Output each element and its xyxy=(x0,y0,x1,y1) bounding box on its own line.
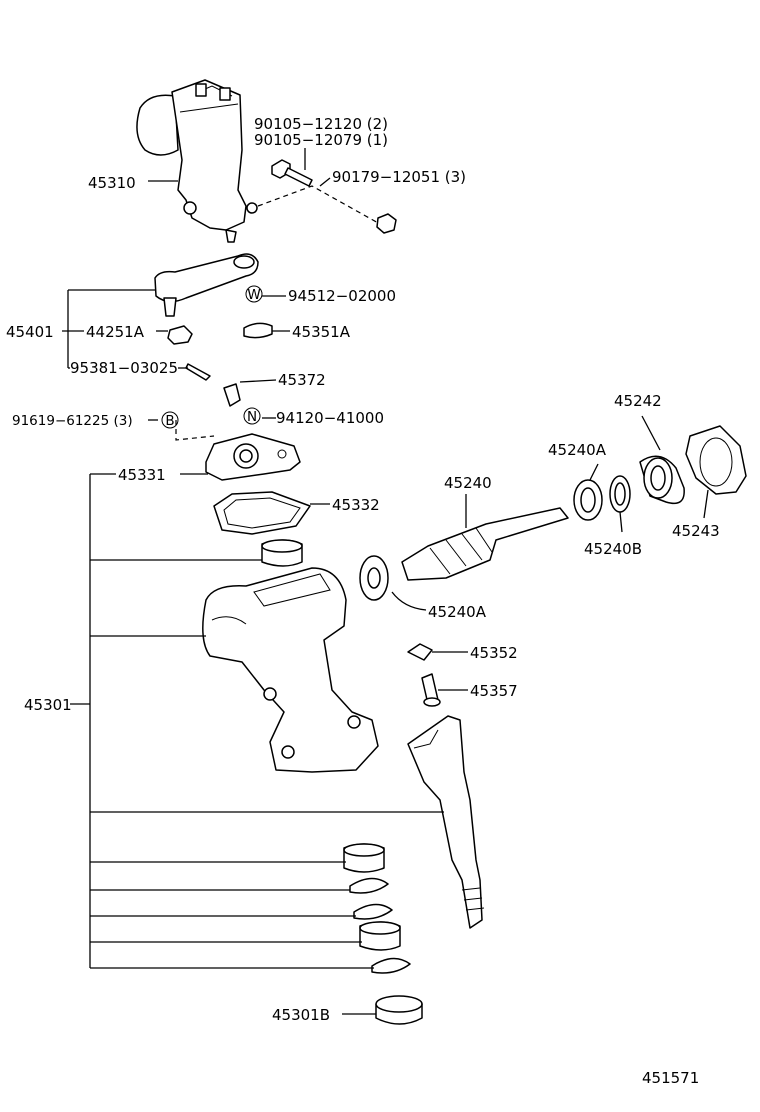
cotter-pin xyxy=(185,363,211,381)
adjusting-screw xyxy=(639,455,685,505)
grease-fitting xyxy=(223,383,241,407)
label-45240a-lower: 45240A xyxy=(428,603,487,621)
label-94120: 94120−41000 xyxy=(276,409,384,427)
race-45240b xyxy=(609,475,631,513)
label-45301: 45301 xyxy=(24,696,72,714)
lock-plate xyxy=(407,643,433,661)
nut-45351a xyxy=(243,322,273,339)
label-45240a-upper: 45240A xyxy=(548,441,607,459)
label-45243: 45243 xyxy=(672,522,720,540)
sector-shaft-cover xyxy=(205,433,301,481)
oil-seal xyxy=(375,995,423,1025)
worm-shaft xyxy=(359,507,569,601)
label-90179: 90179−12051 (3) xyxy=(332,168,466,186)
svg-text:N: N xyxy=(247,409,257,425)
steering-gear-assembly xyxy=(136,79,258,243)
nut-90179 xyxy=(376,213,397,234)
label-45352: 45352 xyxy=(470,644,518,662)
label-45401: 45401 xyxy=(6,323,54,341)
screw-45357 xyxy=(421,673,441,707)
label-45240: 45240 xyxy=(444,474,492,492)
symbol-w-icon: W xyxy=(245,285,263,303)
symbol-n-icon: N xyxy=(243,407,261,425)
label-91619: 91619−61225 (3) xyxy=(12,413,133,429)
label-44251a: 44251A xyxy=(86,323,145,341)
bearing-45240a xyxy=(573,479,603,521)
symbol-b-icon: B xyxy=(161,411,179,429)
gasket-45332 xyxy=(213,491,311,535)
snap-ring-2 xyxy=(353,903,393,920)
label-45301b: 45301B xyxy=(272,1006,330,1024)
bearing-lower-2 xyxy=(359,921,401,951)
label-90105-a: 90105−12120 (2) xyxy=(254,115,388,133)
label-95381: 95381−03025 xyxy=(70,359,178,377)
label-45351a: 45351A xyxy=(292,323,351,341)
label-45242: 45242 xyxy=(614,392,662,410)
bearing-lower-1 xyxy=(343,843,385,873)
nut-44251a xyxy=(167,325,193,345)
label-45310: 45310 xyxy=(88,174,136,192)
leader-lines xyxy=(62,180,709,1015)
sector-shaft xyxy=(407,715,485,929)
bolt-90105 xyxy=(271,159,313,187)
label-45332: 45332 xyxy=(332,496,380,514)
label-45372: 45372 xyxy=(278,371,326,389)
label-94512: 94512−02000 xyxy=(288,287,396,305)
svg-text:B: B xyxy=(165,413,174,429)
label-90105-b: 90105−12079 (1) xyxy=(254,131,388,149)
svg-text:W: W xyxy=(247,287,260,303)
pitman-arm xyxy=(154,253,259,317)
gear-housing xyxy=(202,567,379,773)
snap-ring-3 xyxy=(371,957,411,974)
label-45357: 45357 xyxy=(470,682,518,700)
lock-nut xyxy=(685,425,747,495)
diagram-number: 451571 xyxy=(642,1069,699,1087)
label-45240b: 45240B xyxy=(584,540,642,558)
label-45331: 45331 xyxy=(118,466,166,484)
snap-ring-1 xyxy=(349,877,389,894)
bearing-upper xyxy=(261,539,303,567)
